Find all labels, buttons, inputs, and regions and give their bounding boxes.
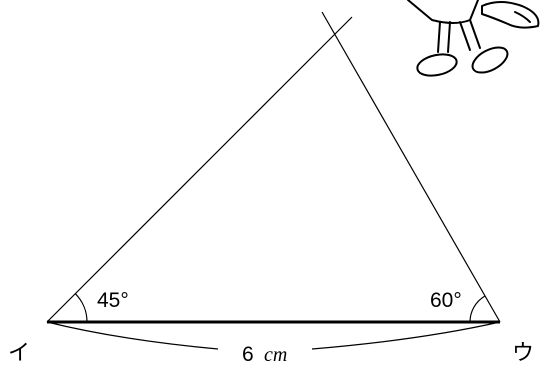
vertex-label-left: イ (8, 341, 30, 365)
left-side-line (46, 16, 353, 323)
angle-arc-left (74, 293, 88, 323)
cartoon-character-illustration (407, 0, 540, 77)
vertex-label-right: ウ (512, 341, 534, 365)
angle-label-left: 45° (97, 289, 129, 312)
length-brace-left (46, 321, 219, 350)
length-value: 6 (242, 343, 254, 365)
length-unit: cm (264, 344, 287, 365)
length-brace-right (311, 321, 501, 350)
angle-arc-right (469, 295, 486, 323)
angle-label-right: 60° (430, 289, 462, 312)
right-side-line (321, 11, 501, 323)
